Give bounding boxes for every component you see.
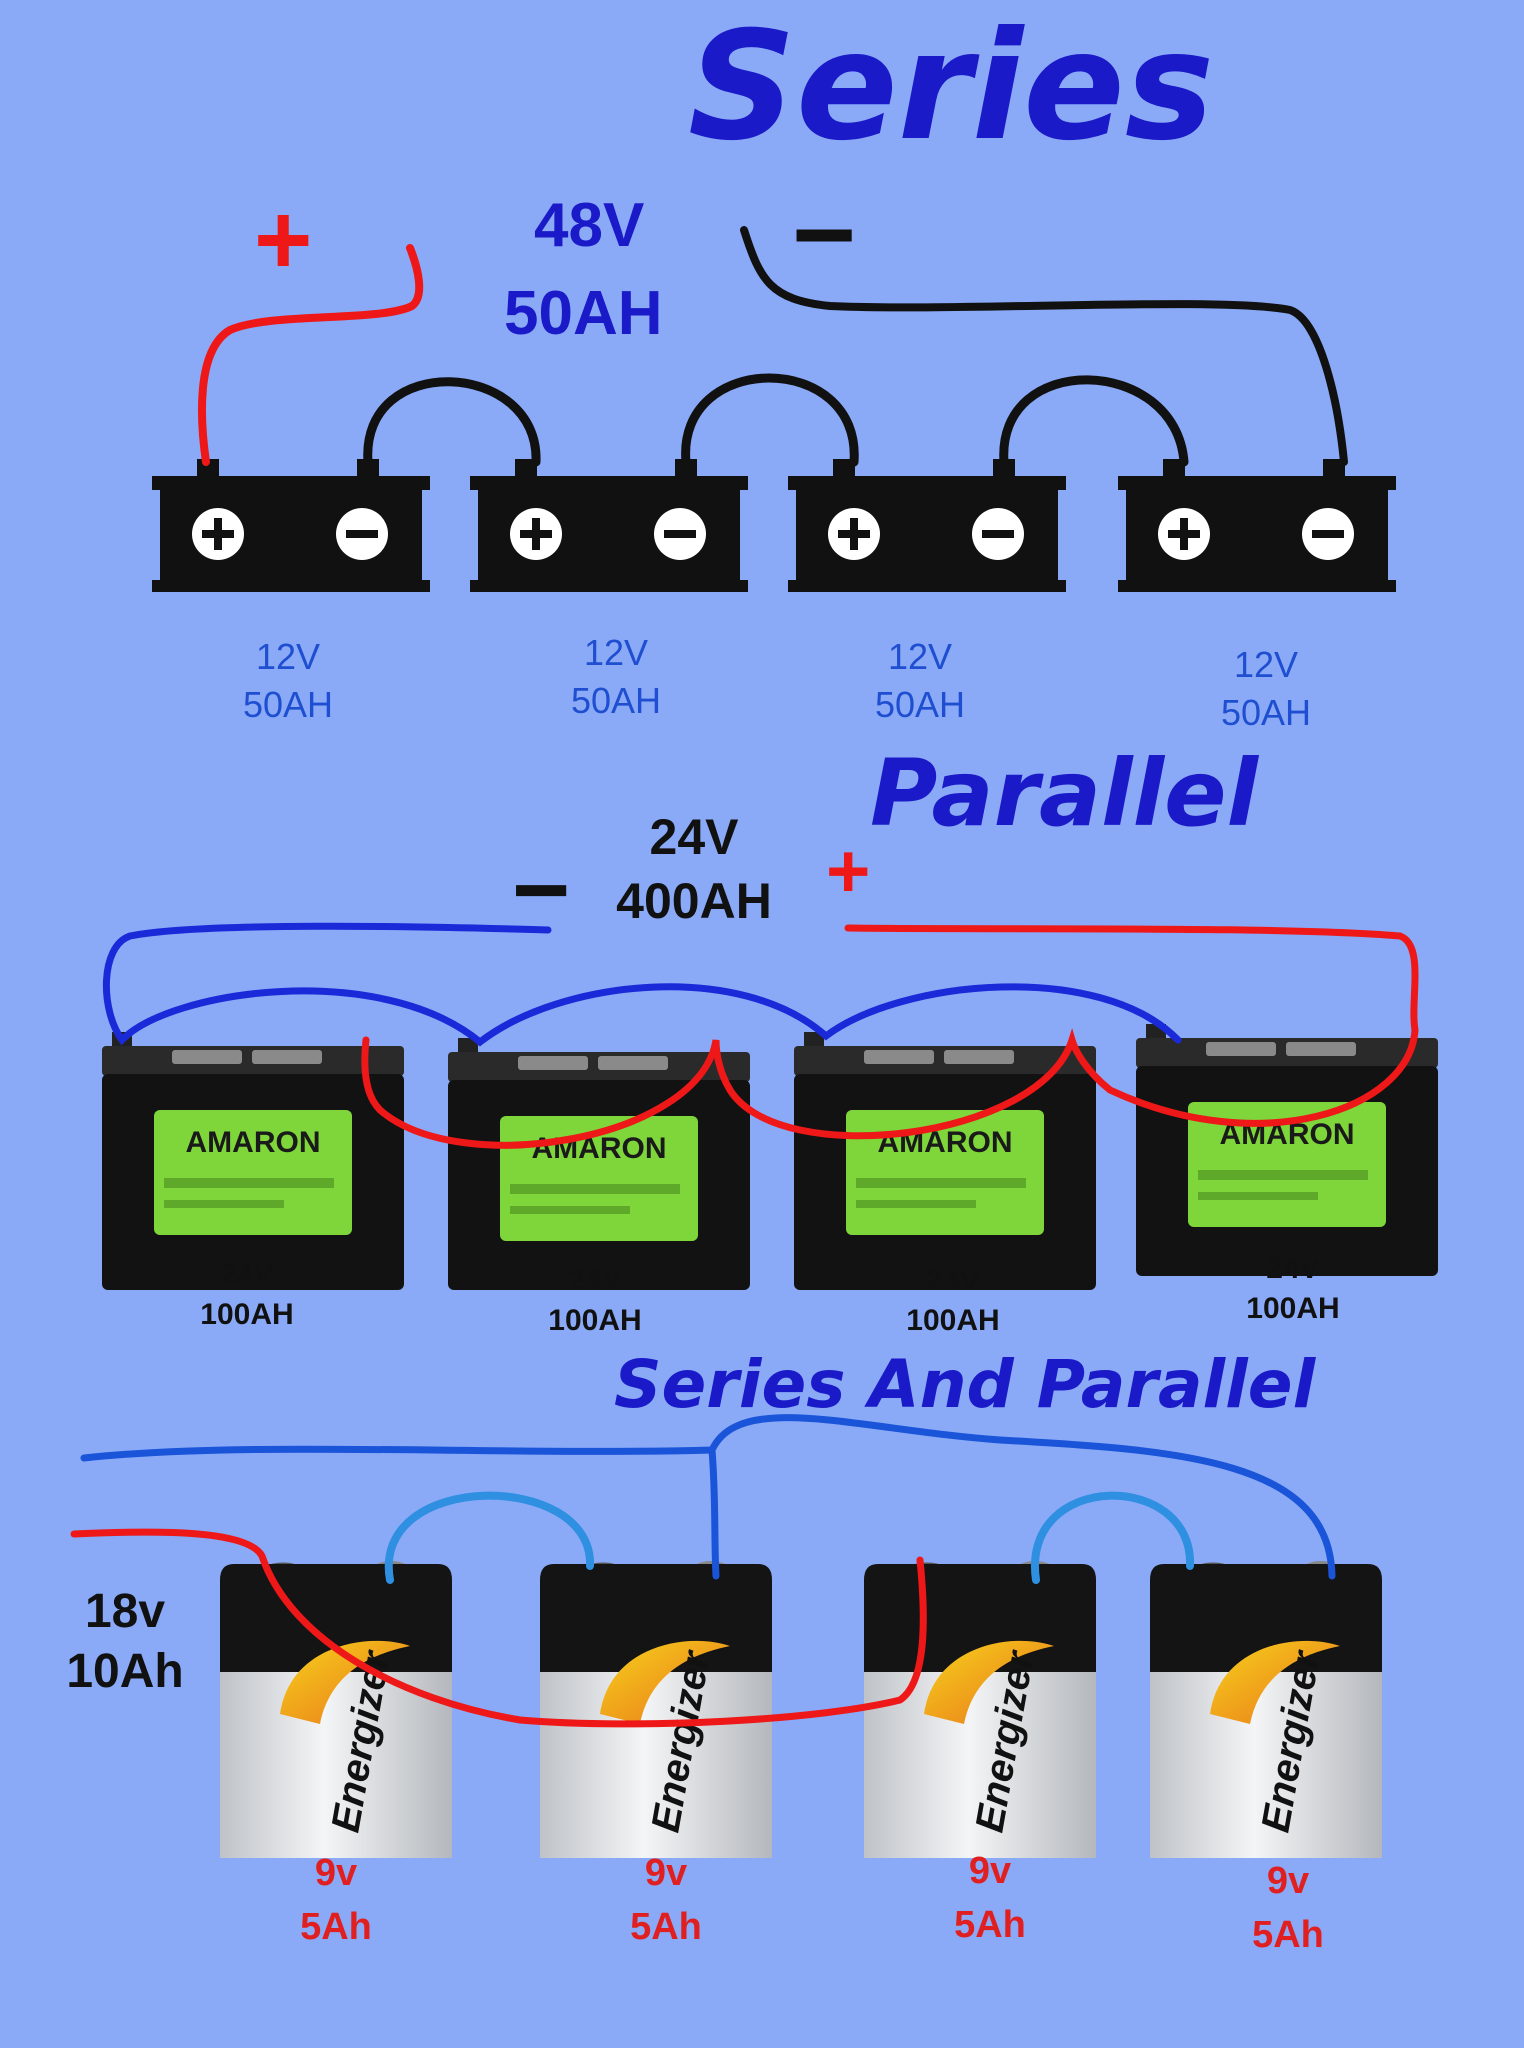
- series-jumper-wire: [363, 377, 541, 467]
- amaron-battery: AMARON: [448, 1038, 750, 1290]
- series-battery-voltage: 12V: [887, 636, 953, 677]
- amaron-brand-label: AMARON: [532, 1132, 667, 1165]
- energizer-battery: Energizer: [220, 1561, 452, 1858]
- energizer-battery: Energizer: [1150, 1561, 1382, 1858]
- parallel-battery-voltage: 24V: [926, 1264, 980, 1297]
- series-battery-voltage: 12V: [583, 632, 649, 673]
- sp-total-capacity: 10Ah: [66, 1645, 184, 1698]
- sp-light-blue-jumper: [1030, 1491, 1195, 1584]
- parallel-total-voltage: 24V: [649, 809, 739, 865]
- series-plus-sign: +: [254, 184, 313, 296]
- series-title: Series: [688, 0, 1215, 174]
- parallel-battery-voltage: 24V: [220, 1258, 274, 1291]
- parallel-battery-capacity: 100AH: [548, 1304, 642, 1337]
- parallel-title: Parallel: [870, 740, 1259, 847]
- sp-light-blue-jumper: [384, 1491, 595, 1584]
- parallel-plus-sign: +: [826, 829, 871, 914]
- series-battery-voltage: 12V: [255, 636, 321, 677]
- amaron-battery: AMARON: [102, 1032, 404, 1290]
- series-battery-capacity: 50AH: [1220, 692, 1312, 733]
- sp-battery-voltage: 9v: [314, 1852, 358, 1894]
- amaron-brand-label: AMARON: [186, 1126, 321, 1159]
- sp-total-voltage: 18v: [84, 1585, 166, 1638]
- parallel-positive-wire: [361, 924, 1419, 1149]
- series-negative-wire: [740, 226, 1348, 466]
- parallel-battery-capacity: 100AH: [200, 1298, 294, 1331]
- series-battery: [470, 459, 748, 592]
- amaron-battery: AMARON: [1136, 1024, 1438, 1276]
- series-total-capacity: 50AH: [504, 279, 663, 348]
- energizer-battery: Energizer: [540, 1561, 772, 1858]
- parallel-battery-voltage: 24V: [1266, 1252, 1320, 1285]
- series-positive-wire: [198, 244, 424, 466]
- series-battery-capacity: 50AH: [874, 684, 966, 725]
- series-battery: [788, 459, 1066, 592]
- parallel-battery-capacity: 100AH: [1246, 1292, 1340, 1325]
- series-total-voltage: 48V: [534, 191, 645, 260]
- sp-battery-voltage: 9v: [644, 1852, 688, 1894]
- series-battery-capacity: 50AH: [242, 684, 334, 725]
- series-and-parallel-title: Series And Parallel: [614, 1346, 1316, 1423]
- sp-battery-voltage: 9v: [968, 1850, 1012, 1892]
- series-battery: [152, 459, 430, 592]
- parallel-minus-sign: −: [512, 834, 571, 946]
- parallel-negative-wire: [103, 922, 1182, 1047]
- series-battery-voltage: 12V: [1233, 644, 1299, 685]
- series-battery: [1118, 459, 1396, 592]
- sp-battery-capacity: 5Ah: [300, 1906, 372, 1948]
- parallel-total-capacity: 400AH: [616, 873, 772, 929]
- sp-battery-capacity: 5Ah: [954, 1904, 1026, 1946]
- parallel-battery-voltage: 24V: [568, 1264, 622, 1297]
- sp-blue-wire: [80, 1414, 1336, 1580]
- sp-battery-capacity: 5Ah: [630, 1906, 702, 1948]
- sp-battery-capacity: 5Ah: [1252, 1914, 1324, 1956]
- series-jumper-wire: [999, 375, 1189, 467]
- series-jumper-wire: [681, 373, 859, 467]
- sp-red-wire: [70, 1528, 927, 1728]
- parallel-battery-capacity: 100AH: [906, 1304, 1000, 1337]
- energizer-battery: Energizer: [864, 1561, 1096, 1858]
- series-battery-capacity: 50AH: [570, 680, 662, 721]
- sp-battery-voltage: 9v: [1266, 1860, 1310, 1902]
- series-minus-sign: −: [792, 173, 857, 296]
- amaron-battery: AMARON: [794, 1032, 1096, 1290]
